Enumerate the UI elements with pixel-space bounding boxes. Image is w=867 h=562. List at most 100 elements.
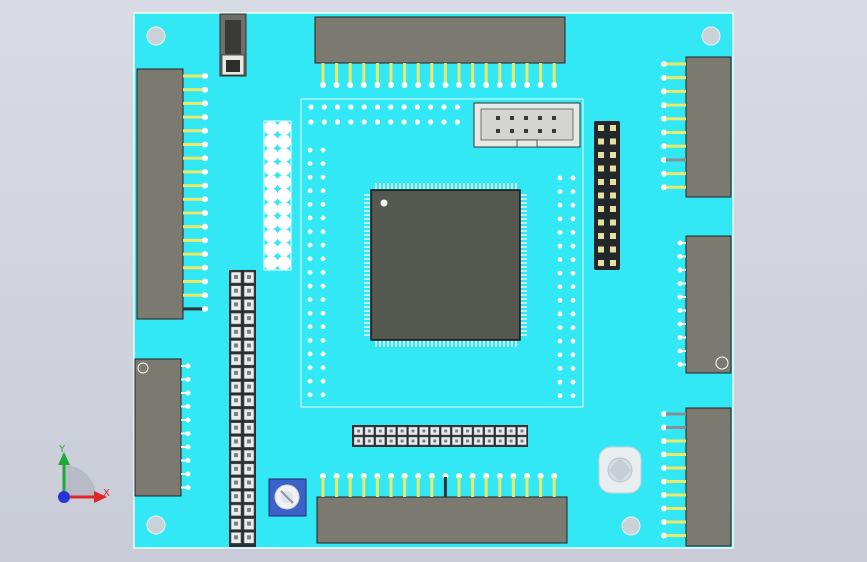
module-pads <box>307 104 576 398</box>
chip-lead <box>375 340 377 347</box>
pin <box>416 63 420 83</box>
black-header-pin <box>610 125 616 131</box>
chip-lead <box>520 202 527 204</box>
pin <box>181 419 187 421</box>
module-pad <box>454 119 460 125</box>
long-header-pin <box>234 357 238 362</box>
chip-lead <box>364 218 371 220</box>
h-header-pin <box>444 429 448 433</box>
chip-lead <box>364 222 371 224</box>
h-header-pin <box>444 439 448 443</box>
pin-pad <box>661 74 667 81</box>
pin-pad <box>202 305 208 312</box>
chip-lead <box>364 230 371 232</box>
long-header-pin <box>247 494 251 499</box>
pin-pad <box>661 519 667 525</box>
pin <box>416 477 420 497</box>
pin <box>389 63 393 83</box>
pin <box>681 242 686 244</box>
module-pad <box>320 324 326 330</box>
module-pad <box>307 351 313 357</box>
module-pad <box>308 104 314 110</box>
h-header-pin <box>378 429 382 433</box>
mcu-chip <box>364 183 527 347</box>
chip-lead <box>520 306 527 308</box>
pin-pad <box>185 404 191 409</box>
chip-lead <box>419 340 421 347</box>
module-pad <box>307 202 313 207</box>
pin-pad <box>415 82 422 88</box>
chip-lead <box>364 298 371 300</box>
long-header-pin <box>247 535 251 540</box>
pin-pad <box>202 168 208 175</box>
pin-pad <box>202 292 208 299</box>
black-header-pin <box>610 152 616 158</box>
chip-lead <box>399 340 401 347</box>
module-pad <box>570 325 576 330</box>
pin <box>666 103 686 107</box>
pin <box>681 296 686 298</box>
module-pad <box>557 243 563 249</box>
horizontal-double-header <box>352 425 528 447</box>
module-pad <box>320 365 326 370</box>
strip-pad <box>277 134 291 149</box>
h-header-pin <box>400 439 404 443</box>
strip-pad <box>264 121 278 135</box>
chip-lead <box>520 246 527 248</box>
chip-lead <box>364 290 371 292</box>
chip-lead <box>520 314 527 316</box>
module-pad <box>307 161 313 167</box>
pin <box>183 115 203 119</box>
long-header-pin <box>234 466 238 471</box>
module-pad <box>307 188 313 194</box>
chip-lead <box>520 210 527 212</box>
pin <box>181 405 187 408</box>
chip-lead <box>475 183 477 190</box>
pin-pad <box>661 465 667 471</box>
mounting-hole-icon <box>146 26 721 536</box>
chip-lead <box>520 294 527 296</box>
idc-pin <box>496 116 500 120</box>
pin <box>666 76 686 80</box>
black-header-pin <box>610 138 616 145</box>
pin <box>666 507 686 510</box>
chip-lead <box>507 340 509 347</box>
double-row-header <box>229 270 256 547</box>
module-pad <box>321 119 327 125</box>
chip-lead <box>364 314 371 316</box>
strip-pad <box>277 229 291 243</box>
pin-pad <box>185 471 191 477</box>
black-pin-header <box>594 121 620 270</box>
chip-lead <box>467 183 469 190</box>
chip-lead <box>463 183 465 190</box>
module-pad <box>428 119 434 125</box>
black-header-pin <box>598 206 604 212</box>
chip-lead <box>364 330 371 332</box>
pin <box>375 477 379 497</box>
pin <box>183 225 203 229</box>
chip-lead <box>455 340 457 347</box>
module-pad <box>557 216 563 222</box>
strip-pad <box>277 148 291 162</box>
h-header-pin <box>487 429 491 433</box>
h-header-pin <box>476 439 480 443</box>
module-pad <box>335 119 341 125</box>
chip-lead <box>364 322 371 324</box>
pin <box>181 378 187 381</box>
pin <box>539 477 543 497</box>
module-pad <box>320 229 326 235</box>
chip-lead <box>447 183 449 190</box>
chip-lead <box>439 340 441 347</box>
black-header-pin <box>610 206 616 212</box>
chip-lead <box>364 286 371 288</box>
chip-lead <box>407 183 409 190</box>
pin-pad <box>202 182 208 189</box>
module-pad <box>335 104 341 110</box>
pin-pad <box>202 86 208 93</box>
chip-lead <box>520 258 527 260</box>
chip-lead <box>395 183 397 190</box>
idc-pin <box>496 129 500 133</box>
h-header-pin <box>411 439 415 443</box>
chip-lead <box>487 183 489 190</box>
strip-pad <box>264 134 278 149</box>
